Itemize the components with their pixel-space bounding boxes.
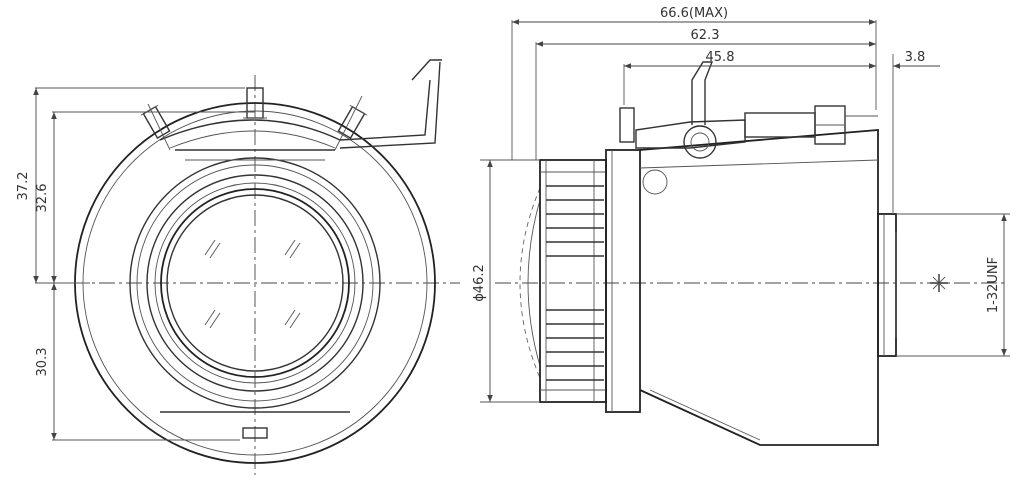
- front-lens-glass-outer: [160, 188, 350, 378]
- dim-label-62-3: 62.3: [691, 28, 720, 43]
- front-glass-hatch: [204, 239, 301, 329]
- front-bottom-tab: [242, 427, 268, 439]
- side-view: 66.6(MAX) 62.3 45.8 3.8 ϕ46.2 1-32UNF: [472, 6, 1010, 446]
- front-right-screw: [337, 104, 368, 139]
- dim-label-1-32unf: 1-32UNF: [986, 257, 1001, 313]
- dim-label-46-2: ϕ46.2: [472, 264, 487, 302]
- front-top-arc: [159, 119, 341, 141]
- side-iris-lever: [635, 119, 746, 149]
- dim-label-66-6: 66.6(MAX): [660, 6, 728, 21]
- front-lens-glass-inner: [166, 194, 344, 372]
- side-flange: [605, 149, 641, 413]
- side-knurl-lines: [540, 160, 606, 402]
- front-ring-3: [146, 174, 364, 392]
- front-left-screw: [140, 104, 171, 139]
- dim-label-32-6: 32.6: [35, 184, 50, 213]
- front-top-arc-inner: [169, 130, 336, 149]
- dim-label-37-2: 37.2: [16, 172, 31, 201]
- side-cable: [691, 61, 714, 125]
- side-main-body: [639, 129, 879, 446]
- front-view: 37.2 32.6 30.3: [16, 59, 460, 475]
- side-iris-knob: [683, 125, 717, 159]
- dim-label-3-8: 3.8: [905, 50, 926, 65]
- front-ring-2: [136, 164, 374, 402]
- side-rear-mount: [877, 213, 897, 357]
- front-ring-4: [154, 182, 356, 384]
- side-rail: [744, 112, 816, 138]
- dim-label-45-8: 45.8: [706, 50, 735, 65]
- side-top-post: [619, 107, 635, 143]
- front-ring-1: [129, 157, 381, 409]
- front-iris-cable: [339, 79, 431, 141]
- dim-label-30-3: 30.3: [35, 348, 50, 377]
